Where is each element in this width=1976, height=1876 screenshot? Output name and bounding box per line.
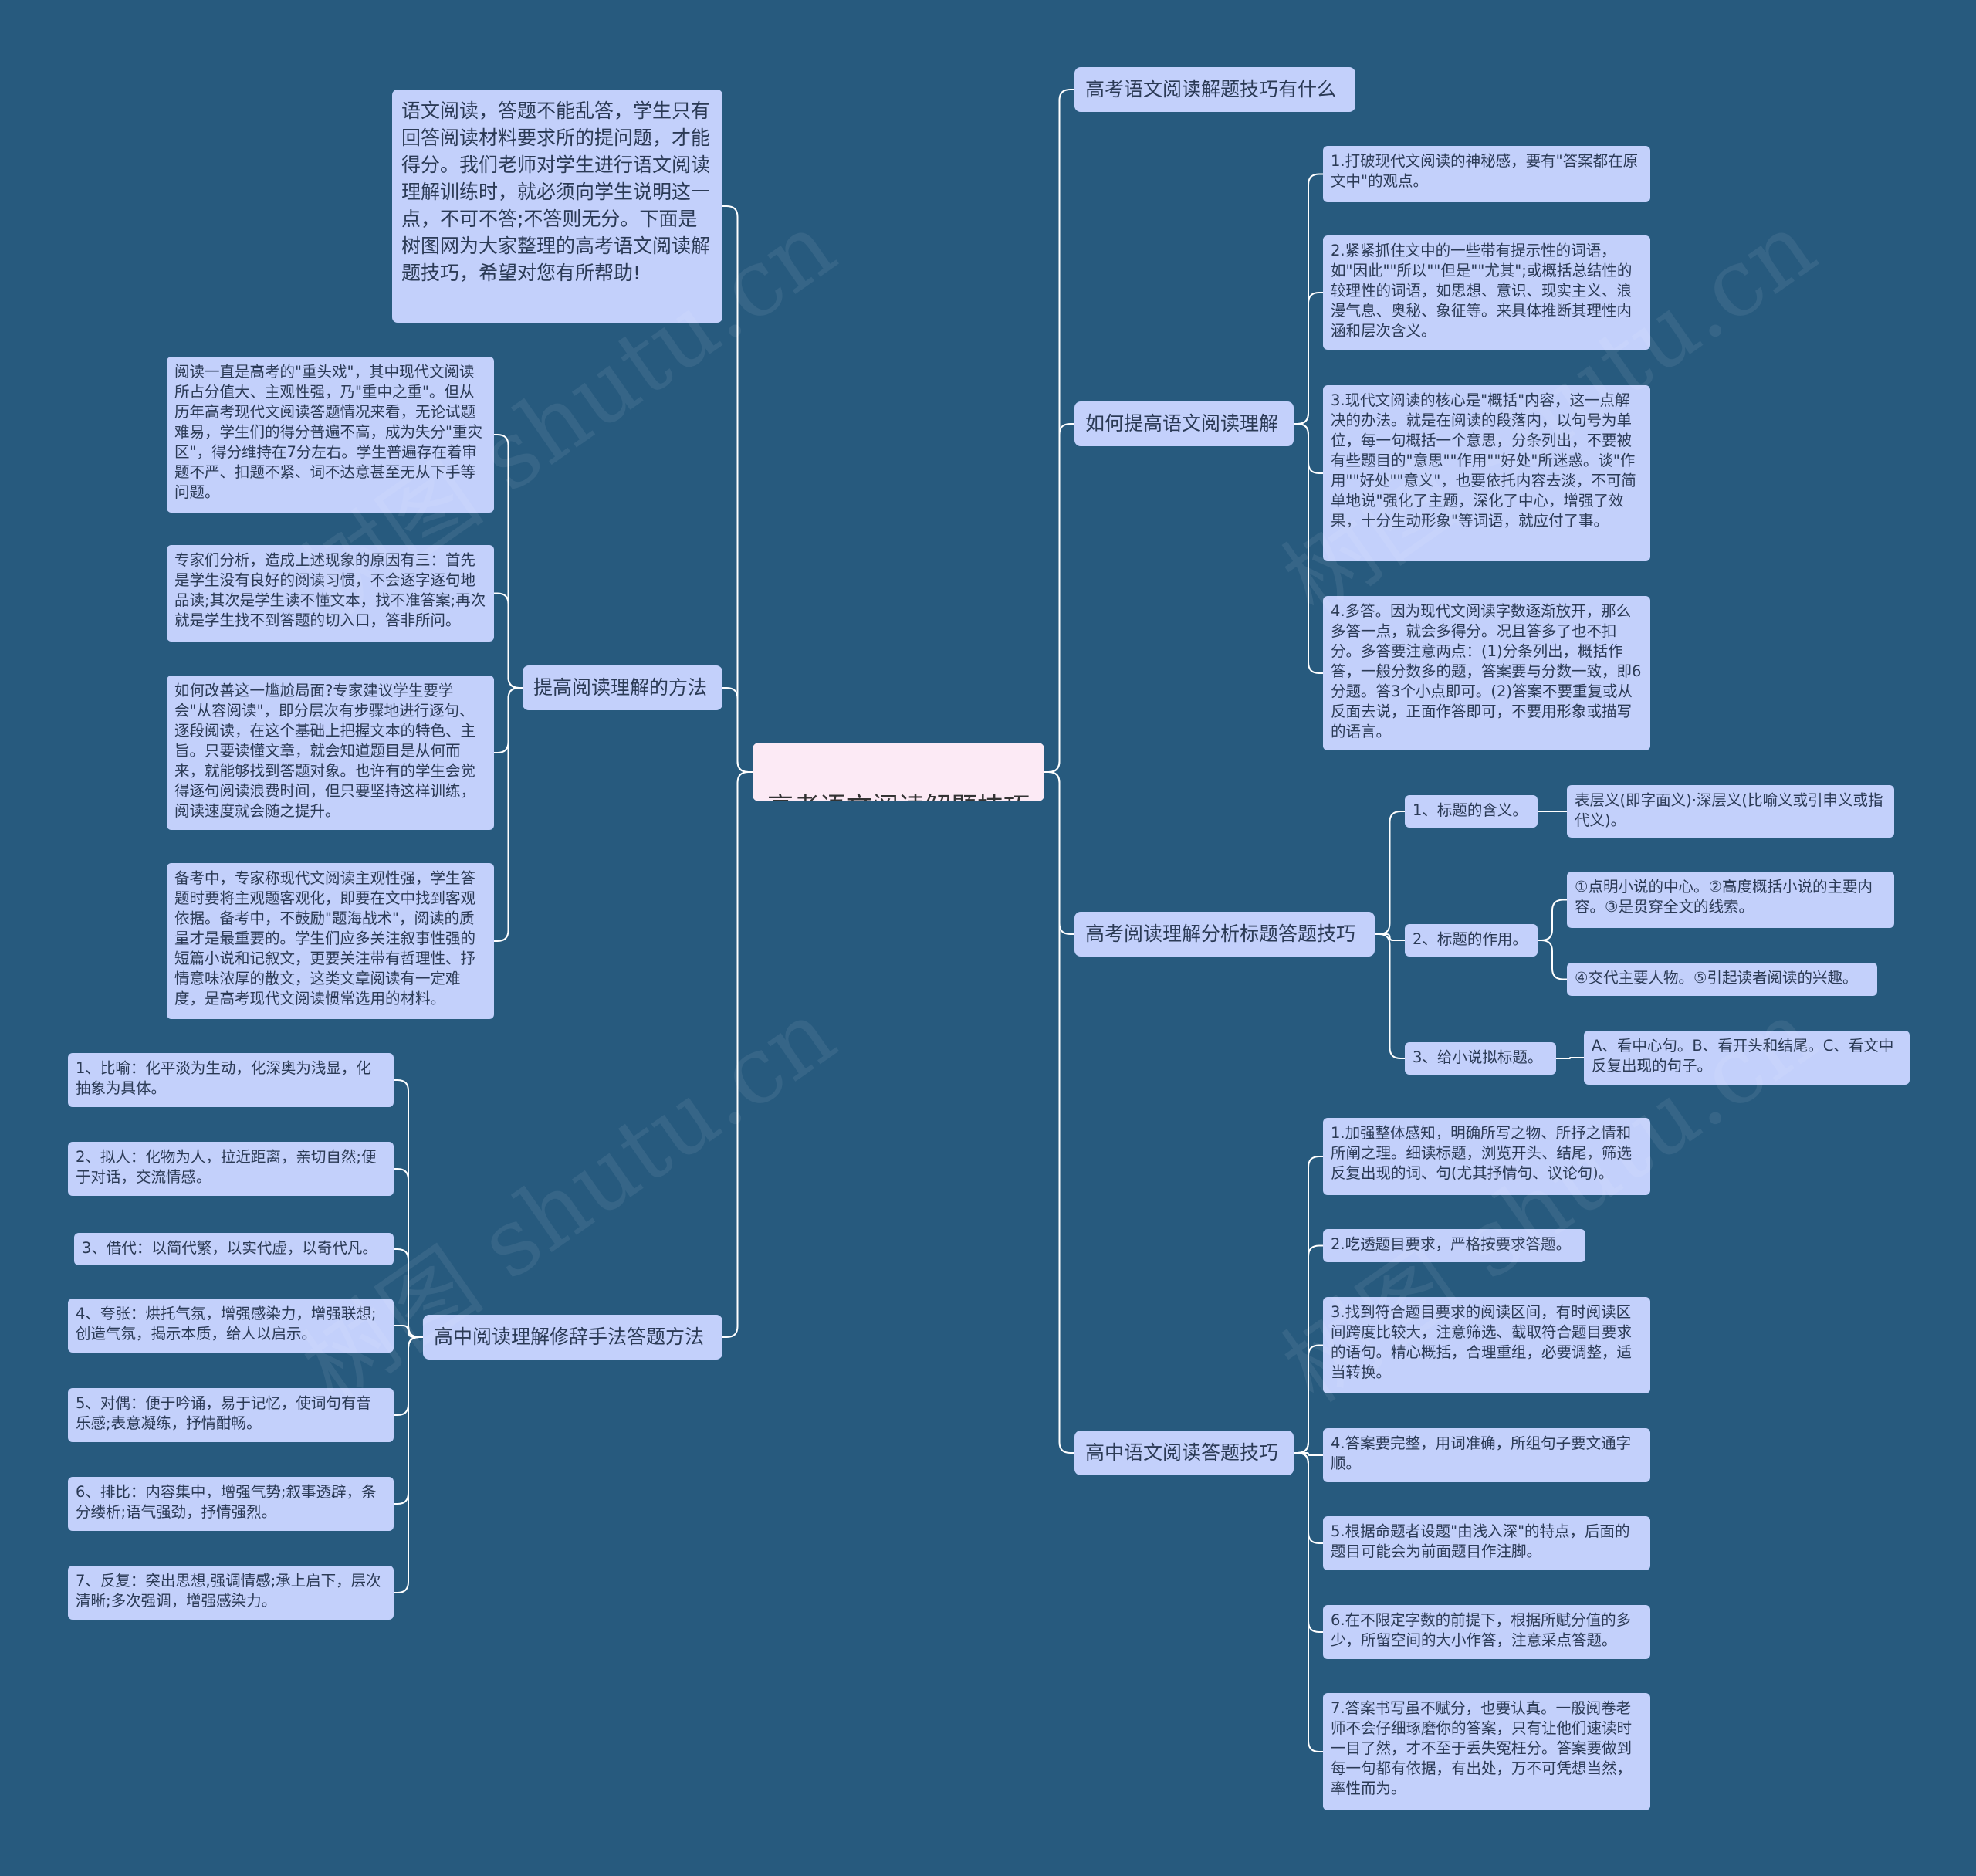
- connector-line: [1294, 1452, 1323, 1752]
- connector-line: [1294, 1344, 1323, 1454]
- detail-text: ①点明小说的中心。②高度概括小说的主要内容。③是贯穿全文的线索。: [1575, 878, 1873, 916]
- leaf-text: 备考中，专家称现代文阅读主观性强，学生答题时要将主观题客观化，即要在文中找到客观…: [174, 869, 476, 1007]
- branch-label: 提高阅读理解的方法: [533, 676, 708, 699]
- leaf-text: 4、夸张：烘托气氛，增强感染力，增强联想;创造气氛，揭示本质，给人以启示。: [76, 1305, 377, 1343]
- leaf-answer-6[interactable]: 6.在不限定字数的前提下，根据所赋分值的多少，所留空间的大小作答，注意采点答题。: [1323, 1605, 1650, 1659]
- leaf-text: 5.根据命题者设题"由浅入深"的特点，后面的题目可能会为前面题目作注脚。: [1331, 1522, 1630, 1560]
- leaf-text: 1、比喻：化平淡为生动，化深奥为浅显，化抽象为具体。: [76, 1059, 371, 1097]
- leaf-text: 4.多答。因为现代文阅读字数逐渐放开，那么多答一点，就会多得分。况且答多了也不扣…: [1331, 602, 1642, 740]
- branch-title-analysis[interactable]: 高考阅读理解分析标题答题技巧: [1074, 912, 1375, 957]
- leaf-rhetoric-metaphor[interactable]: 1、比喻：化平淡为生动，化深奥为浅显，化抽象为具体。: [68, 1053, 394, 1107]
- connector-line: [1294, 292, 1323, 425]
- branch-improve-reading[interactable]: 如何提高语文阅读理解: [1074, 401, 1294, 446]
- central-topic-label: 高考语文阅读解题技巧: [767, 792, 1030, 801]
- leaf-text: 3.现代文阅读的核心是"概括"内容，这一点解决的办法。就是在阅读的段落内，以句号…: [1331, 391, 1636, 530]
- subtopic-title-drafting[interactable]: 3、给小说拟标题。: [1405, 1042, 1556, 1075]
- intro-note[interactable]: 语文阅读，答题不能乱答，学生只有回答阅读材料要求所的提问题，才能得分。我们老师对…: [392, 90, 722, 323]
- branch-answer-skills[interactable]: 高中语文阅读答题技巧: [1074, 1431, 1294, 1475]
- leaf-answer-3[interactable]: 3.找到符合题目要求的阅读区间，有时阅读区间跨度比较大，注意筛选、截取符合题目要…: [1323, 1297, 1650, 1393]
- leaf-method-4[interactable]: 备考中，专家称现代文阅读主观性强，学生答题时要将主观题客观化，即要在文中找到客观…: [167, 863, 494, 1019]
- detail-title-meaning[interactable]: 表层义(即字面义)·深层义(比喻义或引申义或指代义)。: [1567, 785, 1894, 838]
- leaf-answer-7[interactable]: 7.答案书写虽不赋分，也要认真。一般阅卷老师不会仔细琢磨你的答案，只有让他们速读…: [1323, 1693, 1650, 1810]
- leaf-text: 阅读一直是高考的"重头戏"，其中现代文阅读所占分值大、主观性强，乃"重中之重"。…: [174, 363, 482, 501]
- connector-line: [1538, 940, 1567, 980]
- leaf-text: 2、拟人：化物为人，拉近距离，亲切自然;便于对话，交流情感。: [76, 1148, 377, 1186]
- leaf-rhetoric-hyperbole[interactable]: 4、夸张：烘托气氛，增强感染力，增强联想;创造气氛，揭示本质，给人以启示。: [68, 1299, 394, 1353]
- connector-line: [1538, 899, 1567, 941]
- connector-line: [1375, 811, 1405, 935]
- subtopic-label: 1、标题的含义。: [1413, 801, 1528, 819]
- branch-tips-overview[interactable]: 高考语文阅读解题技巧有什么: [1074, 67, 1355, 112]
- leaf-text: 7、反复：突出思想,强调情感;承上启下，层次清晰;多次强调，增强感染力。: [76, 1572, 381, 1610]
- connector-line: [722, 771, 753, 1338]
- leaf-improve-1[interactable]: 1.打破现代文阅读的神秘感，要有"答案都在原文中"的观点。: [1323, 146, 1650, 202]
- leaf-text: 3、借代：以简代繁，以实代虚，以奇代凡。: [82, 1239, 377, 1257]
- leaf-method-1[interactable]: 阅读一直是高考的"重头戏"，其中现代文阅读所占分值大、主观性强，乃"重中之重"。…: [167, 357, 494, 513]
- detail-title-function-2[interactable]: ④交代主要人物。⑤引起读者阅读的兴趣。: [1567, 963, 1877, 996]
- connector-line: [1044, 771, 1074, 1454]
- intro-note-text: 语文阅读，答题不能乱答，学生只有回答阅读材料要求所的提问题，才能得分。我们老师对…: [401, 100, 711, 284]
- leaf-text: 7.答案书写虽不赋分，也要认真。一般阅卷老师不会仔细琢磨你的答案，只有让他们速读…: [1331, 1699, 1633, 1797]
- connector-line: [494, 592, 523, 689]
- connector-line: [394, 1325, 423, 1338]
- connector-line: [494, 687, 523, 942]
- detail-text: A、看中心句。B、看开头和结尾。C、看文中反复出现的句子。: [1592, 1037, 1894, 1075]
- leaf-answer-4[interactable]: 4.答案要完整，用词准确，所组句子要文通字顺。: [1323, 1428, 1650, 1482]
- connector-line: [1294, 423, 1323, 674]
- leaf-improve-2[interactable]: 2.紧紧抓住文中的一些带有提示性的词语，如"因此""所以""但是""尤其";或概…: [1323, 235, 1650, 350]
- connector-line: [1294, 1452, 1323, 1456]
- leaf-rhetoric-metonymy[interactable]: 3、借代：以简代繁，以实代虚，以奇代凡。: [74, 1233, 394, 1265]
- subtopic-label: 3、给小说拟标题。: [1413, 1048, 1543, 1066]
- leaf-rhetoric-antithesis[interactable]: 5、对偶：便于吟诵，易于记忆，使词句有音乐感;表意凝练，抒情酣畅。: [68, 1388, 394, 1442]
- leaf-text: 如何改善这一尴尬局面?专家建议学生要学会"从容阅读"，即分层次有步骤地进行逐句、…: [174, 682, 476, 820]
- leaf-answer-2[interactable]: 2.吃透题目要求，严格按要求答题。: [1323, 1229, 1585, 1262]
- connector-line: [1375, 933, 1405, 941]
- connector-line: [1044, 423, 1074, 773]
- branch-label: 高中语文阅读答题技巧: [1085, 1441, 1279, 1464]
- leaf-text: 专家们分析，造成上述现象的原因有三：首先是学生没有良好的阅读习惯，不会逐字逐句地…: [174, 551, 486, 629]
- subtopic-label: 2、标题的作用。: [1413, 930, 1528, 948]
- subtopic-title-function[interactable]: 2、标题的作用。: [1405, 924, 1538, 957]
- central-topic[interactable]: 高考语文阅读解题技巧: [753, 743, 1044, 801]
- leaf-rhetoric-personification[interactable]: 2、拟人：化物为人，拉近距离，亲切自然;便于对话，交流情感。: [68, 1142, 394, 1196]
- leaf-improve-4[interactable]: 4.多答。因为现代文阅读字数逐渐放开，那么多答一点，就会多得分。况且答多了也不扣…: [1323, 596, 1650, 750]
- leaf-text: 2.吃透题目要求，严格按要求答题。: [1331, 1235, 1572, 1253]
- detail-title-function-1[interactable]: ①点明小说的中心。②高度概括小说的主要内容。③是贯穿全文的线索。: [1567, 872, 1894, 928]
- branch-reading-methods[interactable]: 提高阅读理解的方法: [523, 665, 722, 710]
- leaf-text: 4.答案要完整，用词准确，所组句子要文通字顺。: [1331, 1434, 1632, 1472]
- leaf-rhetoric-repetition[interactable]: 7、反复：突出思想,强调情感;承上启下，层次清晰;多次强调，增强感染力。: [68, 1566, 394, 1620]
- branch-label: 高考阅读理解分析标题答题技巧: [1085, 923, 1356, 945]
- leaf-text: 6、排比：内容集中，增强气势;叙事透辟，条分缕析;语气强劲，抒情强烈。: [76, 1483, 377, 1521]
- subtopic-title-meaning[interactable]: 1、标题的含义。: [1405, 795, 1538, 828]
- connector-line: [394, 1248, 423, 1338]
- detail-title-drafting[interactable]: A、看中心句。B、看开头和结尾。C、看文中反复出现的句子。: [1584, 1031, 1910, 1085]
- branch-label: 高中阅读理解修辞手法答题方法: [434, 1326, 705, 1348]
- leaf-improve-3[interactable]: 3.现代文阅读的核心是"概括"内容，这一点解决的办法。就是在阅读的段落内，以句号…: [1323, 385, 1650, 561]
- leaf-answer-1[interactable]: 1.加强整体感知，明确所写之物、所抒之情和所阐之理。细读标题，浏览开头、结尾，筛…: [1323, 1118, 1650, 1195]
- branch-label: 高考语文阅读解题技巧有什么: [1085, 78, 1337, 100]
- leaf-text: 1.加强整体感知，明确所写之物、所抒之情和所阐之理。细读标题，浏览开头、结尾，筛…: [1331, 1124, 1633, 1182]
- connector-line: [1375, 933, 1405, 1059]
- connector-line: [722, 687, 753, 773]
- leaf-answer-5[interactable]: 5.根据命题者设题"由浅入深"的特点，后面的题目可能会为前面题目作注脚。: [1323, 1516, 1650, 1570]
- leaf-text: 2.紧紧抓住文中的一些带有提示性的词语，如"因此""所以""但是""尤其";或概…: [1331, 242, 1633, 340]
- leaf-text: 1.打破现代文阅读的神秘感，要有"答案都在原文中"的观点。: [1331, 152, 1639, 190]
- branch-rhetoric-methods[interactable]: 高中阅读理解修辞手法答题方法: [423, 1315, 722, 1360]
- leaf-method-2[interactable]: 专家们分析，造成上述现象的原因有三：首先是学生没有良好的阅读习惯，不会逐字逐句地…: [167, 545, 494, 642]
- leaf-rhetoric-parallelism[interactable]: 6、排比：内容集中，增强气势;叙事透辟，条分缕析;语气强劲，抒情强烈。: [68, 1477, 394, 1531]
- detail-text: 表层义(即字面义)·深层义(比喻义或引申义或指代义)。: [1575, 791, 1883, 829]
- branch-label: 如何提高语文阅读理解: [1085, 412, 1279, 435]
- leaf-method-3[interactable]: 如何改善这一尴尬局面?专家建议学生要学会"从容阅读"，即分层次有步骤地进行逐句、…: [167, 676, 494, 830]
- leaf-text: 3.找到符合题目要求的阅读区间，有时阅读区间跨度比较大，注意筛选、截取符合题目要…: [1331, 1303, 1633, 1381]
- leaf-text: 6.在不限定字数的前提下，根据所赋分值的多少，所留空间的大小作答，注意采点答题。: [1331, 1611, 1632, 1649]
- leaf-text: 5、对偶：便于吟诵，易于记忆，使词句有音乐感;表意凝练，抒情酣畅。: [76, 1394, 371, 1432]
- detail-text: ④交代主要人物。⑤引起读者阅读的兴趣。: [1575, 969, 1858, 987]
- connector-line: [394, 1336, 423, 1593]
